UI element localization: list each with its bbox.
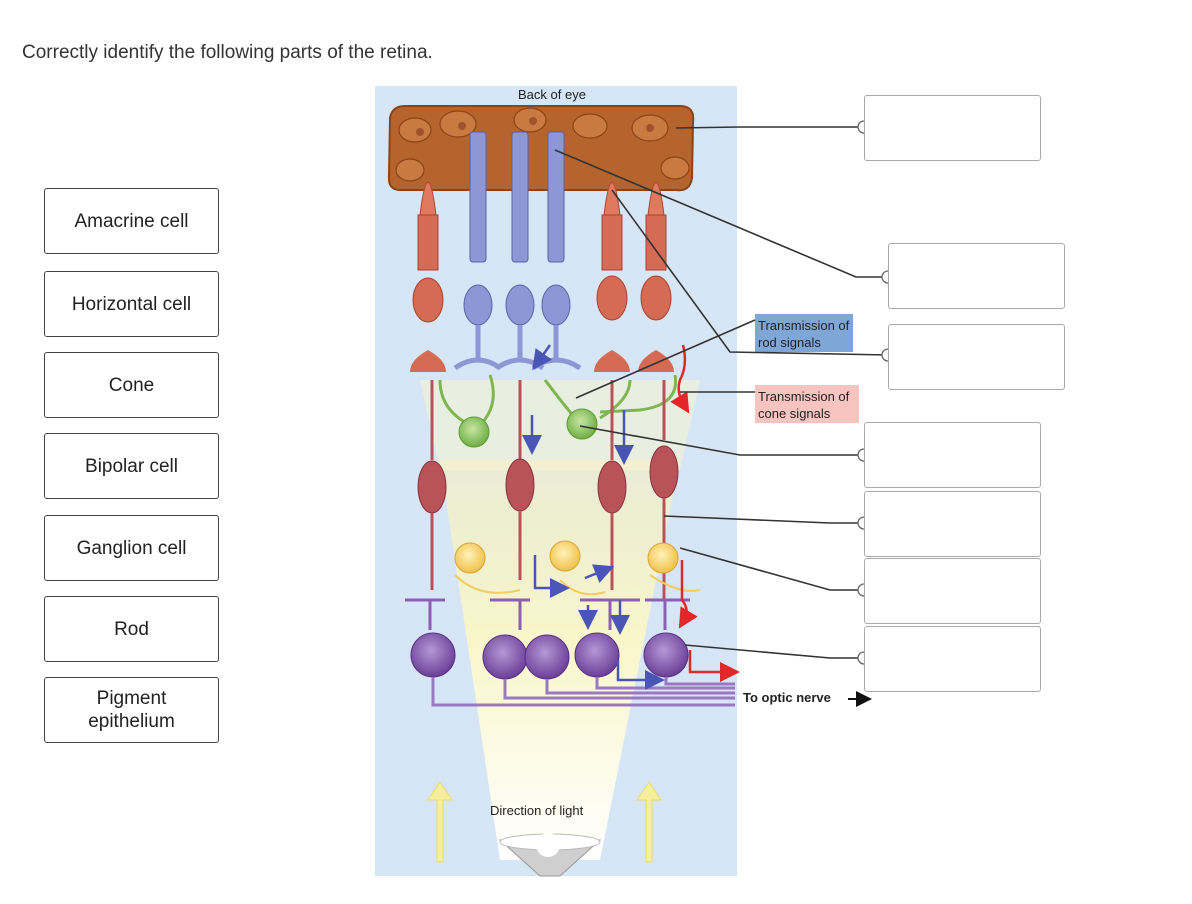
leader-lines bbox=[554, 126, 889, 659]
light-source bbox=[498, 833, 602, 877]
label-rod[interactable]: Rod bbox=[44, 596, 219, 662]
back-of-eye-label: Back of eye bbox=[518, 87, 586, 102]
answer-box-6[interactable] bbox=[864, 558, 1041, 624]
rod-signals-label: Transmission of rod signals bbox=[758, 318, 850, 350]
answer-box-5[interactable] bbox=[864, 491, 1041, 557]
optic-nerve-fibers bbox=[431, 677, 735, 707]
answer-box-1[interactable] bbox=[864, 95, 1041, 161]
rods bbox=[453, 131, 582, 371]
answer-box-4[interactable] bbox=[864, 422, 1041, 488]
bipolar-cells bbox=[417, 380, 679, 600]
label-horizontal-cell[interactable]: Horizontal cell bbox=[44, 271, 219, 337]
label-bipolar-cell[interactable]: Bipolar cell bbox=[44, 433, 219, 499]
answer-box-3[interactable] bbox=[888, 324, 1065, 390]
optic-nerve-label: To optic nerve bbox=[743, 690, 831, 705]
cone-signals-label: Transmission of cone signals bbox=[758, 389, 850, 421]
question-prompt: Correctly identify the following parts o… bbox=[22, 42, 433, 63]
answer-box-2[interactable] bbox=[888, 243, 1065, 309]
answer-box-7[interactable] bbox=[864, 626, 1041, 692]
direction-of-light-label: Direction of light bbox=[490, 803, 584, 818]
label-amacrine-cell[interactable]: Amacrine cell bbox=[44, 188, 219, 254]
ganglion-cells bbox=[410, 632, 689, 680]
light-arrows bbox=[427, 781, 662, 863]
label-ganglion-cell[interactable]: Ganglion cell bbox=[44, 515, 219, 581]
label-pigment-epithelium[interactable]: Pigment epithelium bbox=[44, 677, 219, 743]
label-cone[interactable]: Cone bbox=[44, 352, 219, 418]
cone-signal-legend bbox=[755, 385, 859, 423]
rod-signal-legend bbox=[755, 314, 853, 352]
